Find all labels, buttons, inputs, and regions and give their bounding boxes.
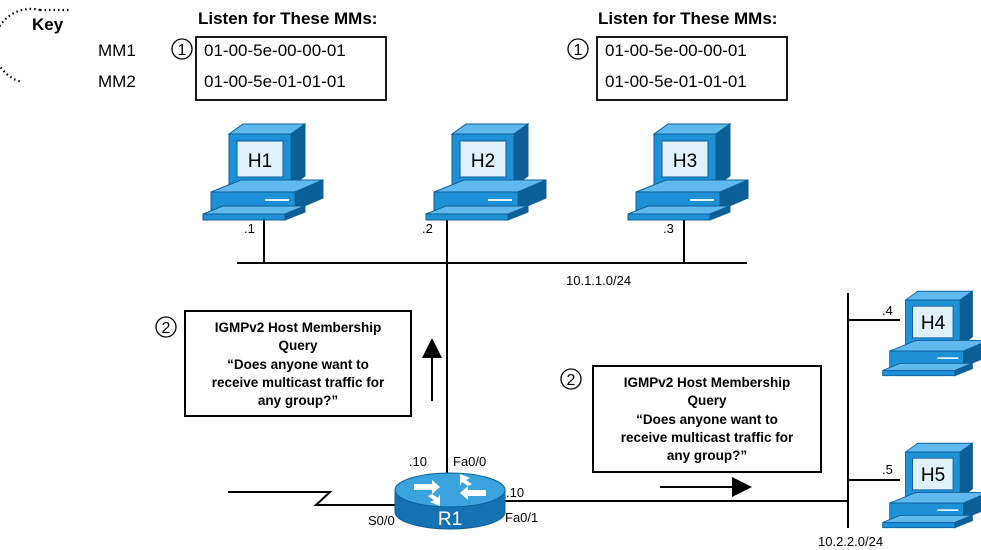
host-h1: H1 .1 [202, 123, 324, 236]
host-h1-name: H1 [248, 151, 272, 172]
mac-1-right: 01-00-5e-00-00-01 [605, 41, 747, 60]
key-legend: Key [0, 7, 70, 84]
step-2-number-right: 2 [567, 372, 576, 389]
r1-fa01-addr: .10 [506, 485, 524, 500]
listen-header-left: Listen for These MMs: [198, 9, 377, 28]
host-h4: H4 .4 [881, 290, 981, 377]
query-panel-right: 2 IGMPv2 Host Membership Query “Does any… [560, 365, 822, 473]
host-h3: H3 .3 [627, 123, 749, 236]
listen-header-right: Listen for These MMs: [598, 9, 777, 28]
query-left-line-2: Query [278, 338, 318, 353]
query-right-line-5: any group?” [667, 448, 747, 463]
host-h2-addr: .2 [422, 221, 433, 236]
host-h3-addr: .3 [663, 221, 674, 236]
key-dotted-arc [0, 7, 41, 84]
query-right-line-1: IGMPv2 Host Membership [624, 375, 791, 390]
query-box-left [184, 310, 412, 417]
computer-icon [202, 123, 324, 221]
subnet-top-label: 10.1.1.0/24 [566, 273, 631, 288]
router-icon [394, 472, 506, 508]
step-1-number-right: 1 [574, 42, 583, 59]
query-left-line-3: “Does anyone want to [227, 357, 369, 372]
mac-list-box-right [596, 36, 788, 101]
key-label: Key [32, 15, 64, 34]
mm1-label: MM1 [98, 41, 136, 60]
r1-fa00-name: Fa0/0 [453, 454, 486, 469]
mac-2-left: 01-00-5e-01-01-01 [204, 72, 346, 91]
host-h4-name: H4 [921, 313, 946, 334]
computer-icon [425, 123, 547, 221]
query-box-right [592, 365, 822, 473]
router-r1-name: R1 [438, 509, 462, 530]
mm2-label: MM2 [98, 72, 136, 91]
step-2-number-left: 2 [162, 320, 171, 337]
host-h4-addr: .4 [882, 303, 893, 318]
host-h5: H5 .5 [881, 442, 981, 529]
mac-list-box-left [195, 36, 387, 101]
mac-1-left: 01-00-5e-00-00-01 [204, 41, 346, 60]
step-2-badge-left [155, 316, 177, 338]
query-left-line-5: any group?” [258, 393, 338, 408]
query-right-line-4: receive multicast traffic for [621, 430, 794, 445]
mac-2-right: 01-00-5e-01-01-01 [605, 72, 747, 91]
step-1-badge-right [567, 38, 589, 60]
query-right-line-3: “Does anyone want to [636, 412, 778, 427]
step-1-number-left: 1 [178, 42, 187, 59]
query-left-line-4: receive multicast traffic for [212, 375, 385, 390]
host-h1-addr: .1 [244, 221, 255, 236]
subnet-right-label: 10.2.2.0/24 [818, 534, 883, 549]
r1-s00-name: S0/0 [368, 513, 395, 528]
query-right-line-2: Query [687, 393, 727, 408]
step-1-badge-left [171, 38, 193, 60]
serial-link-s00 [228, 491, 400, 506]
query-left-line-1: IGMPv2 Host Membership [215, 320, 382, 335]
host-h2-name: H2 [471, 151, 495, 172]
listen-panel-right: Listen for These MMs: 1 01-00-5e-00-00-0… [567, 9, 788, 101]
query-panel-left: 2 IGMPv2 Host Membership Query “Does any… [155, 310, 412, 417]
router-r1: R1 [394, 472, 506, 530]
lan-right: 10.2.2.0/24 [818, 293, 900, 549]
computer-icon [627, 123, 749, 221]
listen-panel-left: Listen for These MMs: MM1 MM2 1 01-00-5e… [98, 9, 387, 101]
r1-fa00-addr: .10 [409, 454, 427, 469]
host-h2: H2 .2 [422, 123, 547, 236]
host-h5-name: H5 [921, 465, 945, 486]
r1-fa01-name: Fa0/1 [505, 510, 538, 525]
host-h3-name: H3 [673, 151, 697, 172]
host-h5-addr: .5 [882, 462, 893, 477]
step-2-badge-right [560, 368, 582, 390]
